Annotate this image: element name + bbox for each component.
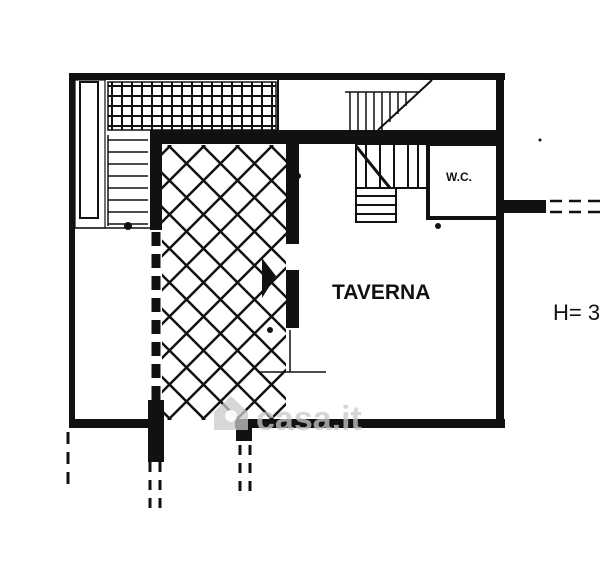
wc-room: W.C.: [426, 142, 500, 229]
external-dashed-right: [538, 138, 603, 214]
staircase-top-right: [277, 79, 433, 131]
hatch-line: [235, 145, 286, 197]
grid-pattern-top: [108, 82, 276, 130]
hatch-line: [508, 145, 603, 420]
door-markers: [124, 173, 326, 373]
hatch-line: [406, 145, 603, 420]
outer-walls: [69, 73, 546, 428]
hatch-line: [576, 145, 603, 420]
hatch-line: [162, 145, 240, 224]
watermark: casa.it: [214, 396, 362, 438]
hatch-line: [0, 145, 137, 420]
watermark-text: casa.it: [256, 400, 362, 438]
hatch-line: [440, 145, 603, 420]
hatch-line: [162, 341, 240, 420]
dashed-wall-left: [66, 232, 252, 510]
hatch-line: [508, 145, 603, 420]
hatch-line: [542, 145, 603, 420]
stair-block-top-left: [74, 79, 150, 229]
hatched-corridor: [0, 145, 603, 420]
hatch-line: [167, 145, 286, 265]
hatch-line: [162, 232, 286, 360]
hatch-line: [201, 334, 286, 420]
wc-label: W.C.: [446, 170, 472, 184]
hatch-line: [474, 145, 603, 420]
grid-frame: [107, 81, 277, 131]
hatch-line: [162, 145, 172, 156]
hatch-line: [167, 300, 286, 420]
hatch-line: [162, 198, 286, 326]
casa-house-logo: [214, 396, 248, 430]
stair-treads-left: [107, 135, 148, 226]
hatch-line: [576, 145, 603, 420]
staircase-taverna: [354, 143, 429, 223]
hatch-line: [162, 409, 172, 420]
height-note: H= 3: [553, 300, 600, 325]
hatch-line: [406, 145, 603, 420]
hatch-line: [162, 164, 286, 292]
hatch-line: [235, 368, 286, 420]
hatch-line: [162, 145, 274, 258]
hatch-line: [0, 145, 137, 420]
taverna-label: TAVERNA: [332, 281, 430, 304]
hatch-line: [474, 145, 603, 420]
hatch-line: [162, 307, 274, 420]
hatch-line: [542, 145, 603, 420]
hatch-line: [440, 145, 603, 420]
hatch-line: [201, 145, 286, 231]
